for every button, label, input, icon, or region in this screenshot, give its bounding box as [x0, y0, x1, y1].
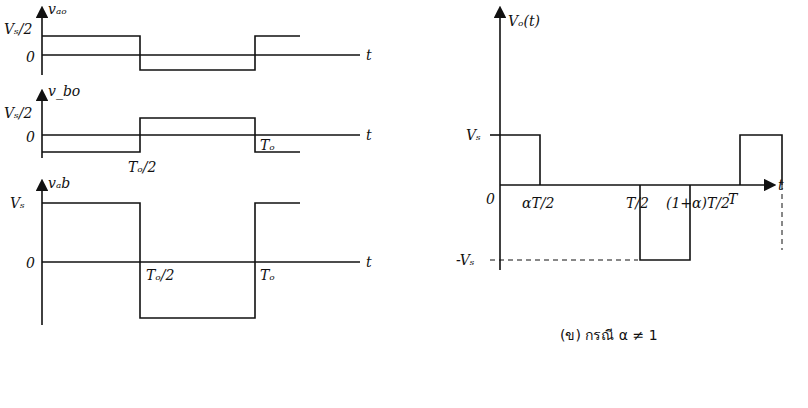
- axis-label: t: [366, 128, 372, 142]
- level-label: Vₛ: [10, 196, 25, 210]
- time-label: αT/2: [522, 196, 554, 210]
- time-label: Tₒ/2: [146, 268, 174, 282]
- level-label: Vₛ: [466, 128, 481, 142]
- time-label: (1+α)T/2: [666, 196, 730, 210]
- axis-zero: 0: [486, 192, 495, 206]
- signal-name: v_bo: [48, 84, 80, 98]
- time-label: Tₒ: [260, 268, 275, 282]
- signal-name: Vₒ(t): [508, 14, 540, 28]
- caption-text: (ข) กรณี α ≠ 1: [560, 328, 658, 342]
- time-label: Tₒ/2: [128, 160, 156, 174]
- axis-label: t: [366, 255, 372, 269]
- signal-name: vₐₒ: [48, 2, 67, 16]
- axis-zero: 0: [26, 50, 35, 64]
- level-label: Vₛ/2: [4, 22, 32, 36]
- time-label: T: [728, 192, 737, 206]
- axis-label: t: [778, 178, 784, 192]
- axis-zero: 0: [26, 130, 35, 144]
- time-label: Tₒ: [260, 138, 275, 152]
- level-label: Vₛ/2: [4, 106, 32, 120]
- time-label: T/2: [626, 196, 649, 210]
- axis-zero: 0: [26, 256, 35, 270]
- level-label: -Vₛ: [456, 253, 475, 267]
- signal-name: vₐb: [48, 176, 70, 190]
- axis-label: t: [366, 48, 372, 62]
